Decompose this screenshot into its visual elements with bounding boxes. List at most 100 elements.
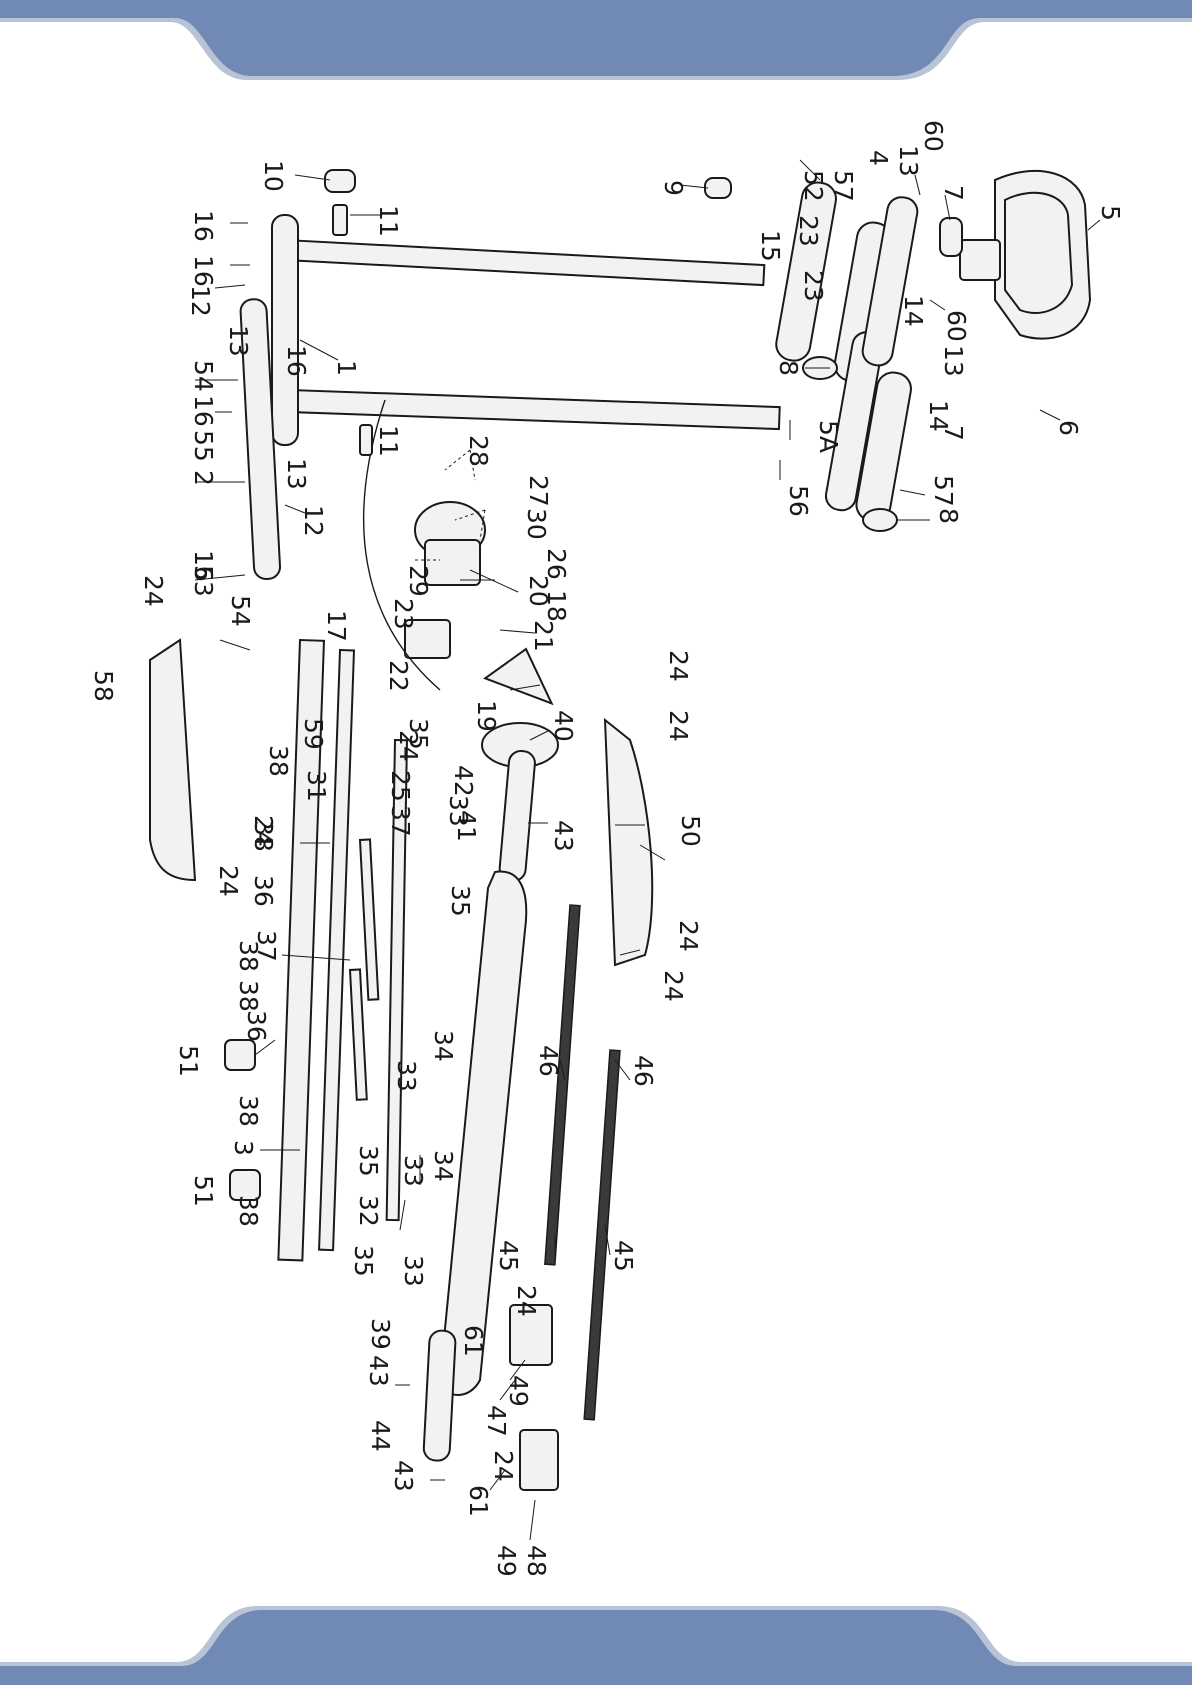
motor-cover-50 — [603, 717, 654, 967]
label-18: 18 — [542, 590, 571, 622]
drive-belt-40 — [483, 647, 554, 706]
label-52: 52 — [799, 170, 828, 202]
lift-frame-36a — [358, 838, 380, 1001]
label-40: 40 — [549, 710, 578, 742]
label-33a: 33 — [444, 795, 473, 827]
label-43c: 43 — [389, 1460, 418, 1492]
label-7b: 7 — [939, 425, 968, 441]
foot-51-upper — [224, 1039, 256, 1071]
hardware-bolts — [324, 169, 732, 456]
drive-belt-roller — [481, 647, 559, 882]
label-21: 21 — [529, 620, 558, 652]
label-61b: 61 — [464, 1485, 493, 1517]
label-33d: 33 — [392, 1060, 421, 1092]
label-59: 59 — [299, 718, 328, 750]
label-16c: 16 — [282, 345, 311, 377]
label-24d: 24 — [664, 650, 693, 682]
label-10: 10 — [259, 160, 288, 192]
label-49b: 49 — [492, 1545, 521, 1577]
label-36a: 36 — [249, 875, 278, 907]
side-rails — [544, 904, 621, 1421]
motor-cover-58 — [149, 638, 197, 882]
rear-roller-assembly — [422, 1304, 559, 1491]
label-54a: 54 — [189, 360, 218, 392]
label-54b: 54 — [226, 595, 255, 627]
label-23c: 23 — [799, 270, 828, 302]
label-16a: 16 — [189, 210, 218, 242]
label-16b: 16 — [189, 255, 218, 287]
label-12a: 12 — [186, 285, 215, 317]
label-24h: 24 — [512, 1285, 541, 1317]
dashed-callout-lines — [415, 449, 486, 561]
label-35c: 35 — [354, 1145, 383, 1177]
label-5a: 5A — [814, 420, 843, 453]
bolt-10 — [324, 169, 356, 193]
label-28: 28 — [464, 435, 493, 467]
label-38c: 38 — [234, 980, 263, 1012]
label-2: 2 — [189, 470, 218, 486]
bolt-9 — [704, 177, 732, 199]
label-50: 50 — [676, 815, 705, 847]
label-37a: 37 — [386, 805, 415, 837]
label-4: 4 — [864, 150, 893, 166]
label-20: 20 — [524, 575, 553, 607]
leader-lines — [194, 159, 1101, 1541]
label-43a: 43 — [549, 820, 578, 852]
upright-rail-lower — [288, 388, 781, 431]
end-cap-8-lower — [862, 508, 898, 532]
rear-end-cap-47 — [509, 1304, 553, 1366]
foot-51-lower — [229, 1169, 261, 1201]
label-35d: 35 — [349, 1245, 378, 1277]
label-25: 25 — [386, 770, 415, 802]
label-38a: 38 — [264, 745, 293, 777]
label-14a: 14 — [899, 295, 928, 327]
label-24e: 24 — [664, 710, 693, 742]
label-13c: 13 — [894, 145, 923, 177]
lift-frame-32 — [385, 738, 409, 1222]
label-30: 30 — [522, 508, 551, 540]
label-49a: 49 — [504, 1375, 533, 1407]
base-rail-inner — [318, 648, 356, 1252]
label-24i: 24 — [489, 1450, 518, 1482]
label-13a: 13 — [224, 325, 253, 357]
label-39: 39 — [366, 1318, 395, 1350]
crossbar-tube-1 — [271, 214, 299, 446]
label-55: 55 — [189, 430, 218, 462]
label-24g: 24 — [659, 970, 688, 1002]
label-16d: 16 — [189, 395, 218, 427]
side-rail-46-lower — [583, 1049, 621, 1421]
header-band-fill — [0, 0, 1192, 76]
label-13d: 13 — [939, 345, 968, 377]
label-60b: 60 — [942, 310, 971, 342]
rear-end-cap-48 — [519, 1429, 559, 1491]
label-38e: 38 — [234, 1195, 263, 1227]
label-31: 31 — [302, 770, 331, 802]
label-51b: 51 — [189, 1175, 218, 1207]
label-35b: 35 — [446, 885, 475, 917]
bolt-11-upper — [332, 204, 348, 236]
label-61a: 61 — [459, 1325, 488, 1357]
label-48: 48 — [522, 1545, 551, 1577]
label-35a: 35 — [404, 718, 433, 750]
label-33b: 33 — [399, 1155, 428, 1187]
label-42: 42 — [449, 765, 478, 797]
label-24j: 24 — [214, 865, 243, 897]
label-56: 56 — [784, 485, 813, 517]
label-34b: 34 — [429, 1150, 458, 1182]
label-38d: 38 — [234, 1095, 263, 1127]
upright-frame — [239, 214, 781, 581]
bolt-11-lower — [359, 424, 373, 456]
label-27: 27 — [524, 475, 553, 507]
label-24b: 24 — [249, 815, 278, 847]
label-15: 15 — [756, 230, 785, 262]
label-23a: 23 — [389, 598, 418, 630]
label-11b: 11 — [374, 425, 403, 457]
label-24f: 24 — [674, 920, 703, 952]
console-grip-7 — [939, 217, 963, 257]
label-24a: 24 — [139, 575, 168, 607]
label-45a: 45 — [494, 1240, 523, 1272]
handlebar-assembly — [775, 181, 919, 532]
label-22: 22 — [384, 660, 413, 692]
header-band — [0, 0, 1192, 80]
crossbar-tube-2 — [239, 298, 282, 581]
